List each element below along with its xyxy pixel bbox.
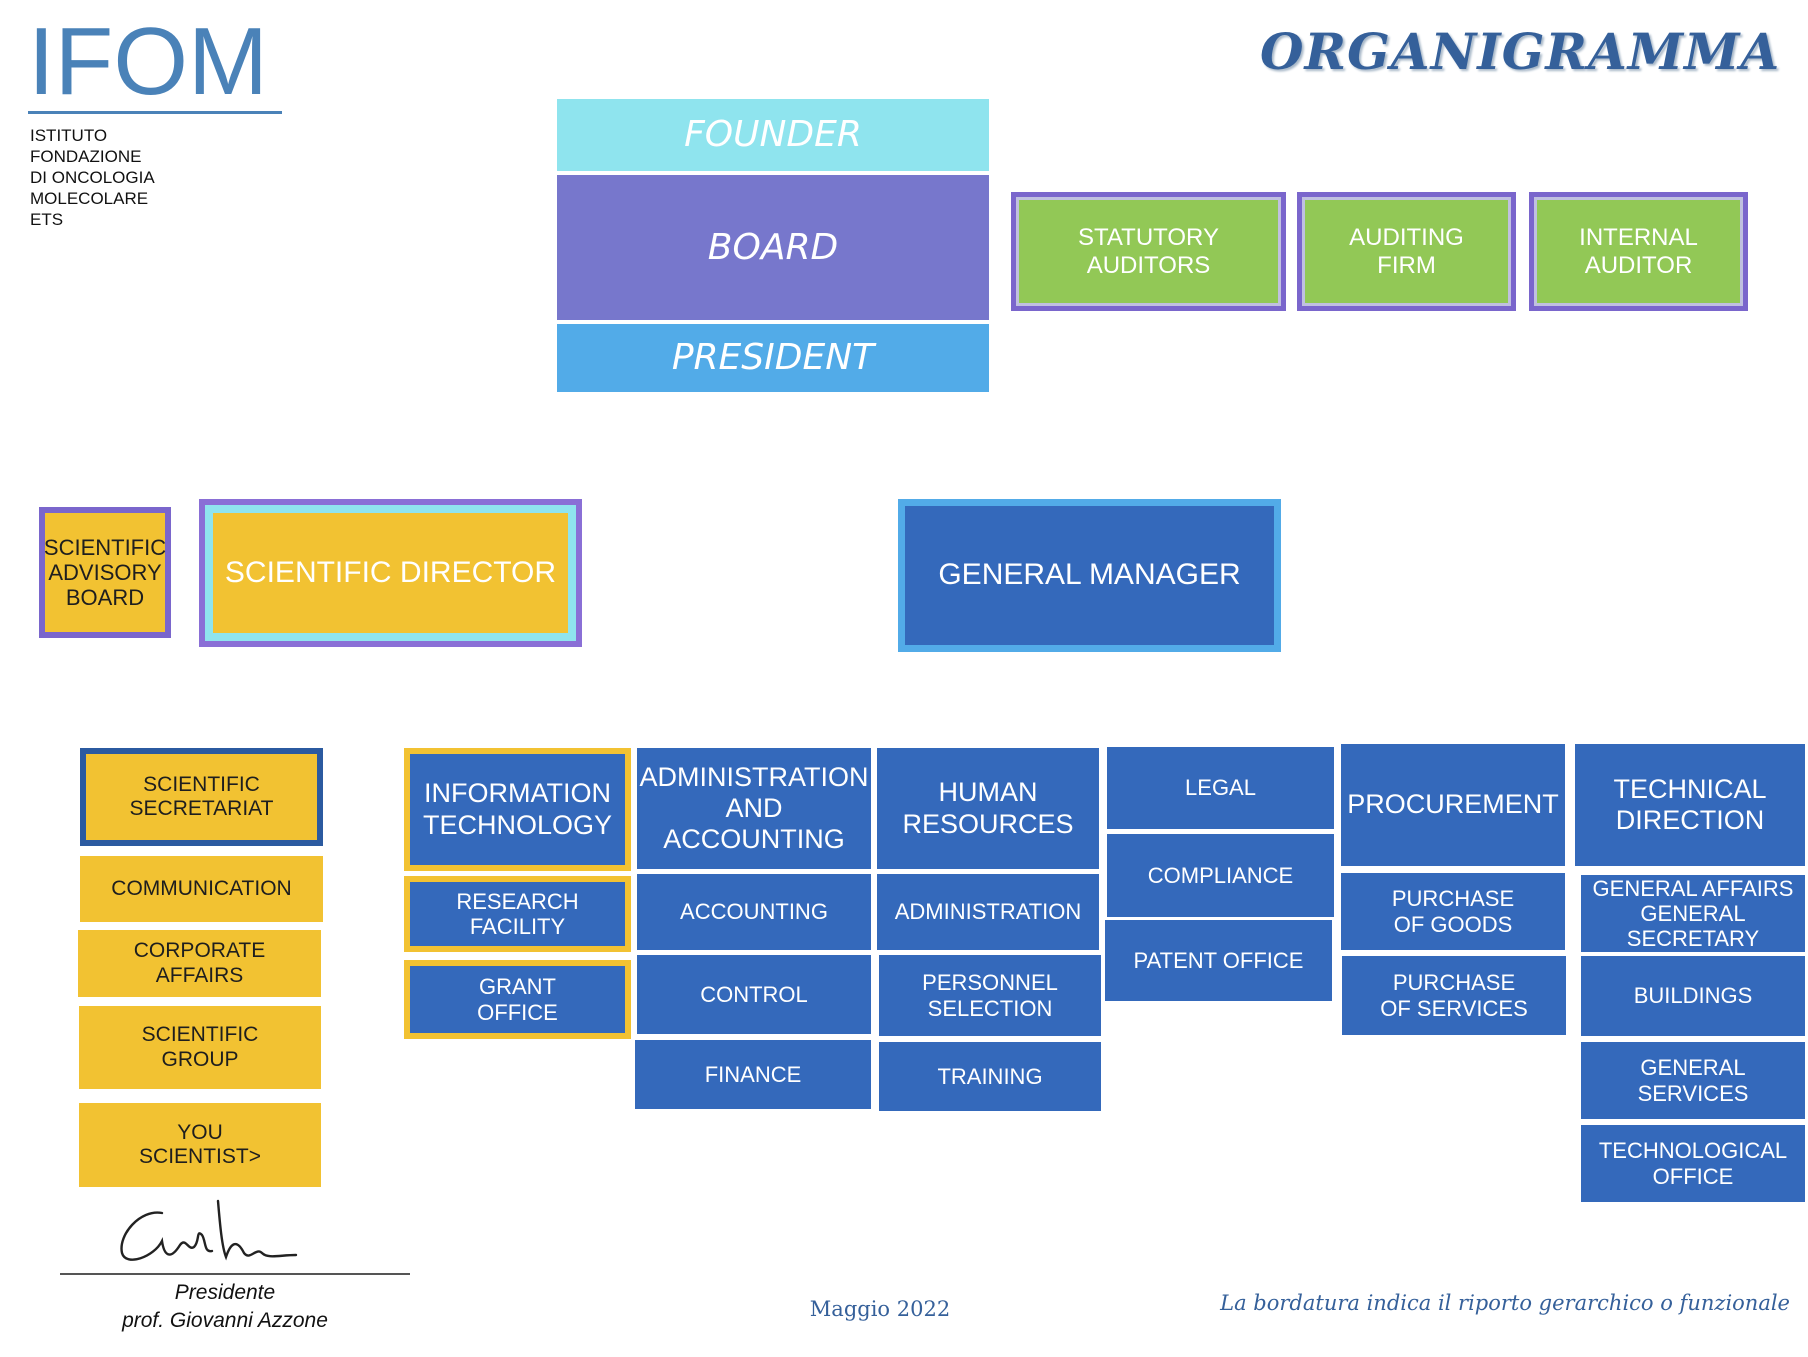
legal-box: LEGAL xyxy=(1107,747,1334,829)
scientific-advisory-board-box: SCIENTIFIC ADVISORY BOARD xyxy=(39,507,171,638)
finance-box: FINANCE xyxy=(635,1040,871,1109)
signature-line xyxy=(60,1273,410,1275)
signature-role: Presidente xyxy=(174,1281,276,1304)
research-facility-box: RESEARCH FACILITY xyxy=(404,876,631,952)
technological-office-box: TECHNOLOGICAL OFFICE xyxy=(1581,1125,1805,1202)
logo-subtitle-line: ETS xyxy=(30,210,64,229)
general-services-box: GENERAL SERVICES xyxy=(1581,1042,1805,1119)
compliance-box: COMPLIANCE xyxy=(1107,834,1334,917)
internal-auditor-box: INTERNAL AUDITOR xyxy=(1529,192,1748,311)
grant-office-box: GRANT OFFICE xyxy=(404,960,631,1039)
logo-wordmark: IFOM xyxy=(28,14,268,115)
footer-date: Maggio 2022 xyxy=(809,1297,951,1321)
board-box: BOARD xyxy=(557,175,989,320)
hr-administration-box: ADMINISTRATION xyxy=(877,874,1099,950)
scientific-director-box: SCIENTIFIC DIRECTOR xyxy=(199,499,582,647)
patent-office-box: PATENT OFFICE xyxy=(1105,920,1332,1001)
page-title: ORGANIGRAMMA xyxy=(1260,22,1781,81)
buildings-box: BUILDINGS xyxy=(1581,956,1805,1036)
logo-subtitle-line: FONDAZIONE xyxy=(30,147,142,166)
human-resources-box: HUMAN RESOURCES xyxy=(877,748,1099,869)
logo-subtitle-line: DI ONCOLOGIA xyxy=(30,168,155,187)
technical-direction-box: TECHNICAL DIRECTION xyxy=(1575,744,1805,866)
handwritten-signature xyxy=(120,1199,298,1261)
personnel-selection-box: PERSONNEL SELECTION xyxy=(879,955,1101,1036)
procurement-box: PROCUREMENT xyxy=(1341,744,1565,866)
communication-box: COMMUNICATION xyxy=(80,856,323,922)
administration-accounting-box: ADMINISTRATION AND ACCOUNTING xyxy=(637,748,871,869)
auditing-firm-box: AUDITING FIRM xyxy=(1297,192,1516,311)
scientific-secretariat-box: SCIENTIFIC SECRETARIAT xyxy=(80,748,323,846)
ifom-logo: IFOM xyxy=(28,14,282,115)
training-box: TRAINING xyxy=(879,1042,1101,1111)
purchase-of-services-box: PURCHASE OF SERVICES xyxy=(1342,956,1566,1035)
logo-subtitle-line: ISTITUTO xyxy=(30,126,108,145)
logo-subtitle-line: MOLECOLARE xyxy=(30,189,149,208)
signature-name: prof. Giovanni Azzone xyxy=(122,1309,328,1332)
accounting-box: ACCOUNTING xyxy=(637,874,871,950)
general-affairs-box: GENERAL AFFAIRS GENERAL SECRETARY xyxy=(1581,875,1805,952)
corporate-affairs-box: CORPORATE AFFAIRS xyxy=(78,930,321,997)
logo-subtitle: ISTITUTO FONDAZIONE DI ONCOLOGIA MOLECOLARE… xyxy=(30,125,155,230)
statutory-auditors-box: STATUTORY AUDITORS xyxy=(1011,192,1286,311)
scientific-group-box: SCIENTIFIC GROUP xyxy=(79,1006,321,1089)
general-manager-box: GENERAL MANAGER xyxy=(898,499,1281,652)
information-technology-box: INFORMATION TECHNOLOGY xyxy=(404,748,631,871)
you-scientist-box: YOU SCIENTIST> xyxy=(79,1103,321,1187)
founder-box: FOUNDER xyxy=(557,99,989,171)
president-box: PRESIDENT xyxy=(557,324,989,392)
control-box: CONTROL xyxy=(637,955,871,1034)
footer-note: La bordatura indica il riporto gerarchic… xyxy=(1220,1291,1790,1315)
purchase-of-goods-box: PURCHASE OF GOODS xyxy=(1341,873,1565,950)
